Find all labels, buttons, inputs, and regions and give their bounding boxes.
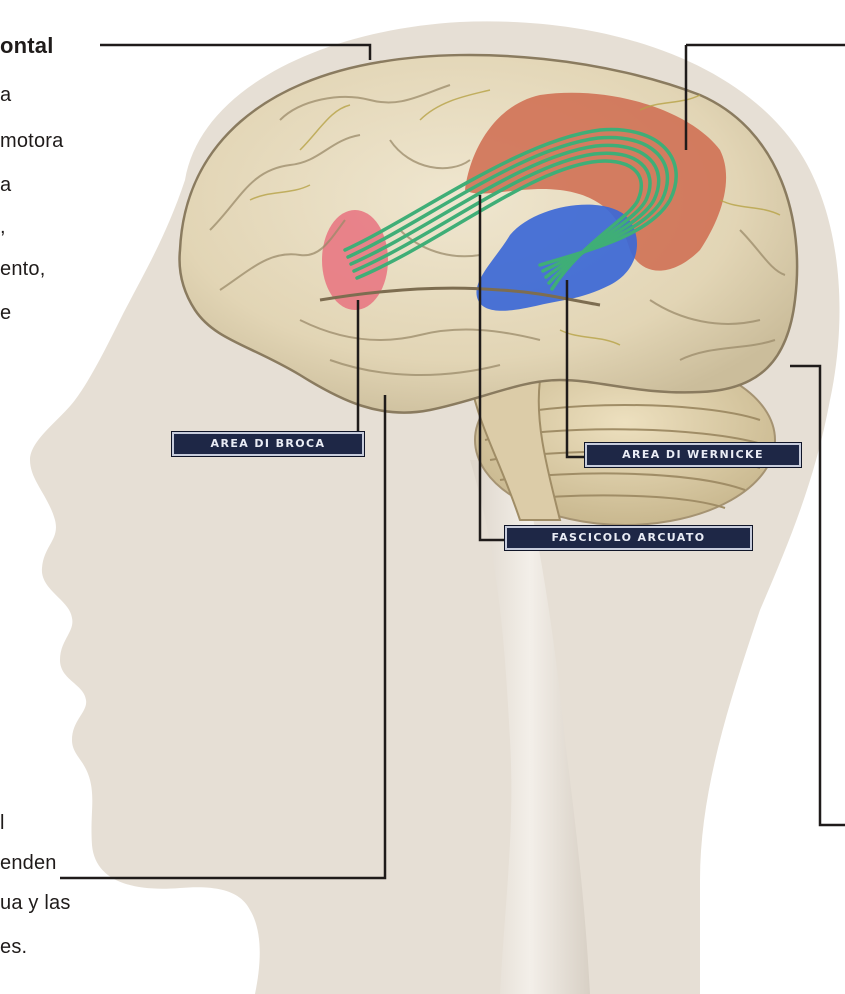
frontal-heading: ontal: [0, 30, 54, 61]
frontal-text-line-6: e: [0, 298, 11, 329]
bottom-text-line-4: es.: [0, 932, 27, 963]
frontal-text-line-4: ,: [0, 212, 6, 243]
fasciculus-label: FASCICOLO ARCUATO: [505, 526, 752, 550]
broca-label: AREA DI BROCA: [172, 432, 364, 456]
frontal-text-line-3: a: [0, 170, 11, 201]
frontal-text-line-1: a: [0, 80, 11, 111]
wernicke-label: AREA DI WERNICKE: [585, 443, 801, 467]
bottom-text-line-1: l: [0, 808, 5, 839]
frontal-text-line-5: ento,: [0, 254, 45, 285]
bottom-text-line-2: enden: [0, 848, 57, 879]
frontal-text-line-2: motora: [0, 126, 63, 157]
bottom-text-line-3: ua y las: [0, 888, 71, 919]
